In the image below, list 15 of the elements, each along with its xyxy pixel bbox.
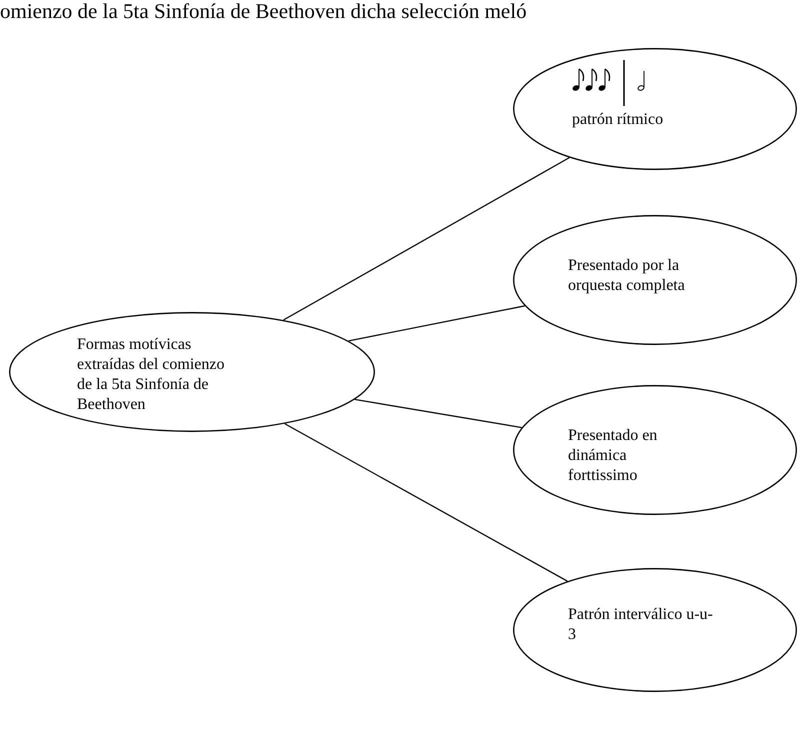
heading-text: omienzo de la 5ta Sinfonía de Beethoven dicha selección meló (0, 0, 527, 24)
connector-line (283, 157, 570, 321)
node-text: Presentado en dinámica forttissimo (568, 426, 658, 486)
connector-line (348, 305, 525, 342)
connector-line (354, 398, 522, 428)
ellipse-node (513, 568, 797, 692)
connector-line (284, 423, 568, 582)
node-text: Formas motívicas extraídas del comienzo de la 5ta Sinfonía de Beethoven (77, 335, 226, 415)
node-text: patrón rítmico (572, 110, 664, 130)
ellipse-node (513, 48, 797, 170)
ellipse-node (513, 385, 797, 515)
node-text: Patrón interválico u-u-3 (568, 605, 714, 645)
ellipse-node (9, 312, 375, 432)
node-text: Presentado por la orquesta completa (568, 256, 686, 296)
ellipse-node (513, 215, 797, 345)
